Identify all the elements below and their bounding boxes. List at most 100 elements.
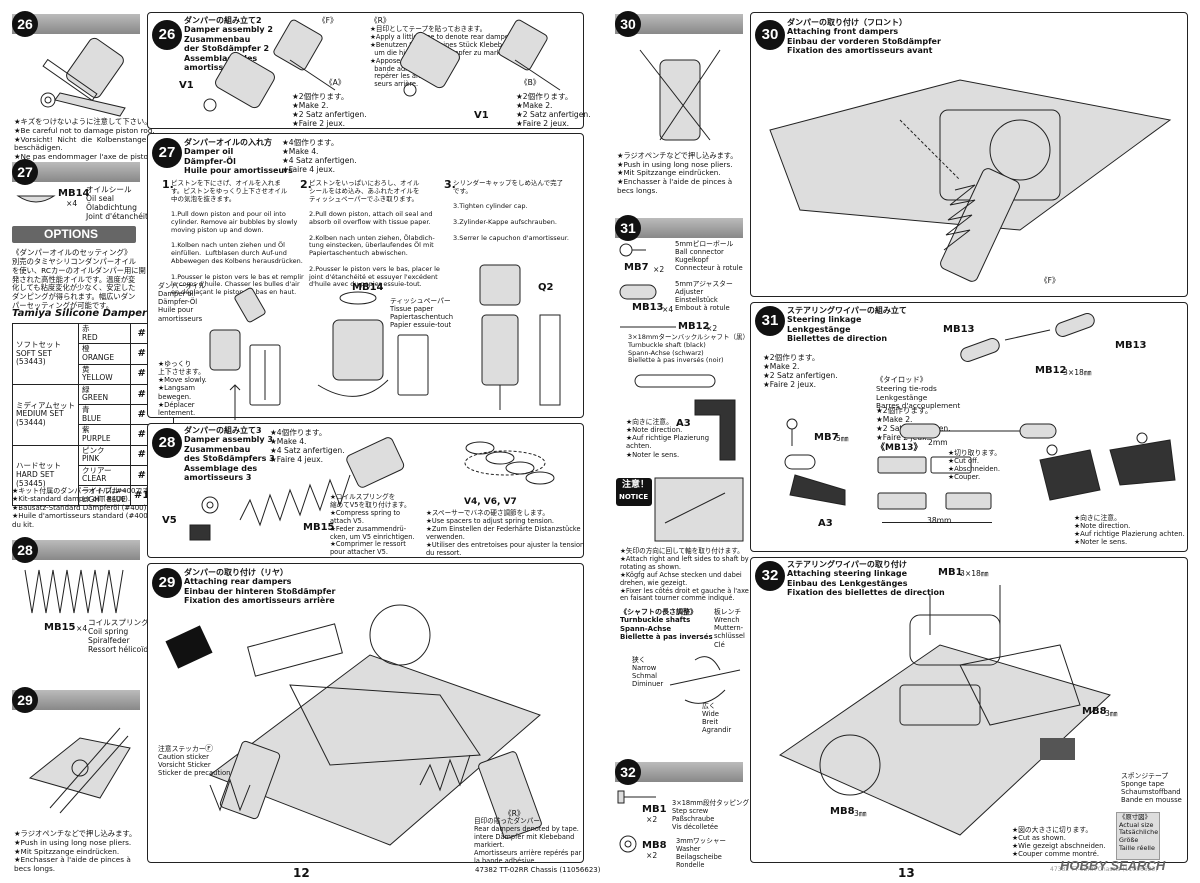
seal-insert-illustration [317, 291, 429, 397]
make2-26-left: ★2個作ります。 ★Make 2. ★2 Satz anfertigen. ★F… [292, 92, 367, 129]
step-number-32-left: 32 [615, 759, 641, 785]
options-header [12, 226, 136, 243]
label-38mm: 38mm [927, 516, 952, 525]
num-3: 3. [444, 178, 456, 191]
step-number-26: 26 [152, 20, 182, 50]
step-screw-icon [617, 790, 656, 804]
part-id-mb1: MB1 [642, 804, 667, 815]
part-id-mb8: MB8 [642, 840, 667, 851]
shaft-length-title: 《シャフトの長さ調整》 Turnbuckle shafts Spann-Achs… [620, 608, 713, 642]
part-qty-mb13: ×4 [662, 305, 674, 314]
step-number-31: 31 [755, 306, 785, 336]
make4-27: ★4個作ります。 ★Make 4. ★4 Satz anfertigen. ★F… [282, 138, 357, 175]
direction-note-31: ★向きに注意。 ★Note direction. ★Auf richtige P… [1074, 514, 1185, 547]
make2-26-right: ★2個作ります。 ★Make 2. ★2 Satz anfertigen. ★F… [516, 92, 591, 129]
step-bar-28-left [12, 540, 140, 560]
label-slowly: ★ゆっくり 上下させます。 ★Move slowly. ★Langsam bew… [158, 360, 207, 417]
part-qty-mb1: ×2 [646, 815, 658, 824]
turnbuckle-icon [620, 326, 676, 328]
adjuster-icon [619, 284, 657, 300]
notice-jp: 注意！ [622, 480, 650, 490]
step-number-27: 27 [152, 138, 182, 168]
step-bar-27-left [12, 162, 140, 182]
step-28-title: ダンパーの組み立て3 Damper assembly 3 Zusammenbau… [184, 426, 275, 483]
linkage-parts-illustration [960, 313, 1095, 362]
narrow-label: 狭く Narrow Schmal Diminuer [632, 656, 664, 689]
step-31-title: ステアリングワイパーの組み立て Steering linkage Lenkges… [787, 306, 907, 344]
label-tissue: ティッシュペーパー Tissue paper Papiertaschentuch… [390, 297, 454, 330]
steering-install-illustration [778, 585, 1111, 836]
label-v4v6v7: V4, V6, V7 [464, 497, 517, 507]
caution-s30a: ★ラジオペンチなどで押し込みます。 ★Push in using long no… [617, 151, 738, 195]
part-qty-mb15: ×4 [76, 624, 88, 633]
part-desc-mb1: 3×18mm段付タッピングビス Step screw Paßschraube V… [672, 799, 763, 831]
actual-size-label: 《原寸図》 Actual size Tatsächliche Größe Tai… [1119, 813, 1159, 852]
actual-size-box [1116, 812, 1160, 860]
shaft-adjust-illustration [669, 656, 741, 704]
label-mb13-cut: 《MB13》 [876, 443, 923, 453]
footer-right: 47382 TT-02RR Chassis (11056623) [1050, 866, 1158, 873]
tie-rod-title: 《タイロッド》 Steering tie-rods Lenkgestänge B… [876, 375, 961, 411]
label-B-26: 《B》 [520, 78, 541, 87]
rear-dampers-note: 目印の貼ったダンパー Rear dampers denoted by tape.… [474, 817, 582, 865]
part-desc-mb12: 3×18mmターンバックルシャフト（黒） Turnbuckle shaft (b… [628, 333, 749, 365]
step-number-28: 28 [152, 428, 182, 458]
part-desc-mb13: 5mmアジャスター Adjuster Einstellstück Embout … [675, 280, 733, 313]
instr-27-1: ピストンを下にさげ、オイルを入れま す。ピストンをゆっくり上下させオイル 中の気… [171, 179, 304, 297]
step-number-31-left: 31 [615, 215, 641, 241]
label-mb8-b: MB8 [830, 806, 855, 817]
label-mb14-27: MB14 [352, 282, 384, 293]
direction-note-left: ★向きに注意。 ★Note direction. ★Auf richtige P… [626, 418, 710, 459]
label-2mm: 2mm [928, 438, 948, 447]
label-mb8-b-size: 3㎜ [854, 809, 867, 818]
damper-assembly-2-left [203, 19, 336, 112]
spacer-spring-illustration [464, 441, 555, 485]
label-F-29: Ⓕ [205, 744, 213, 753]
label-R-26: 《R》 [370, 16, 391, 25]
notice-badge [616, 478, 652, 506]
sponge-tape-graphic [1040, 738, 1075, 760]
washer-icon [619, 835, 637, 853]
step-bar-30-left [615, 14, 743, 34]
oil-filling-illustration [209, 287, 281, 420]
footer-left: 47382 TT-02RR Chassis (11056623) [475, 866, 601, 874]
label-mb13-b: MB13 [1115, 340, 1147, 351]
step-number-29-left: 29 [12, 687, 38, 713]
spring-damper-illustration [189, 437, 405, 541]
part-desc-mb8: 3mmワッシャー Washer Beilagscheibe Rondelle [676, 837, 727, 869]
part-id-mb15: MB15 [44, 622, 76, 633]
cut-illustration [877, 456, 992, 510]
notice-illustration [654, 477, 744, 542]
instr-27-2: ピストンをいっぱいにおろし、オイル シールをはめ込み、あふれたオイルを ティッシ… [309, 179, 440, 289]
wide-label: 広く Wide Breit Agrandir [702, 702, 732, 735]
part-id-mb14: MB14 [58, 188, 90, 199]
set-name: ソフトセット SOFT SET (53443) [12, 323, 79, 385]
cut-note-32: ★図の大きさに切ります。 ★Cut as shown. ★Wie gezeigt… [1012, 826, 1106, 859]
step-number-27-left: 27 [12, 159, 38, 185]
label-mb8-a: MB8 [1082, 706, 1107, 717]
label-F-30: 《F》 [1040, 276, 1060, 285]
options-intro-title: 《ダンパーオイルのセッティング》 [12, 248, 132, 257]
step-number-29: 29 [152, 568, 182, 598]
caution-s26a: ★キズをつけないように注意して下さい。 ★Be careful not to d… [14, 117, 155, 161]
oil-seal-icon [16, 195, 56, 203]
label-damper-oil: ダンパーオイル Damper oil Dämpfer-Öl Huile pour… [158, 282, 206, 323]
label-mb7-31: MB7 [814, 432, 839, 443]
step-bar-29-left [12, 690, 140, 710]
instr-27-3: シリンダーキャップをしめ込んで完了 です。 3.Tighten cylinder… [453, 179, 569, 242]
step-27-title: ダンパーオイルの入れ方 Damper oil Dämpfer-Öl Huile … [184, 138, 293, 176]
step-number-32: 32 [755, 561, 785, 591]
label-A-26: 《A》 [325, 78, 346, 87]
notice-en: NOTICE [619, 493, 649, 501]
label-v1-left: V1 [179, 80, 194, 91]
front-chassis-illustration [769, 79, 1172, 282]
num-2: 2. [300, 178, 312, 191]
label-mb1-32: MB1 [938, 567, 963, 578]
step-32-title: ステアリングワイパーの取り付け Attaching steering linka… [787, 560, 945, 598]
step-number-30-left: 30 [615, 11, 641, 37]
tie-rod-illustration [899, 423, 1057, 439]
dim-38mm-line [882, 522, 992, 523]
ball-connector-icon [619, 243, 646, 257]
label-mb15-28: MB15 [303, 522, 335, 533]
label-mb12-size: 3×18㎜ [1063, 368, 1092, 377]
